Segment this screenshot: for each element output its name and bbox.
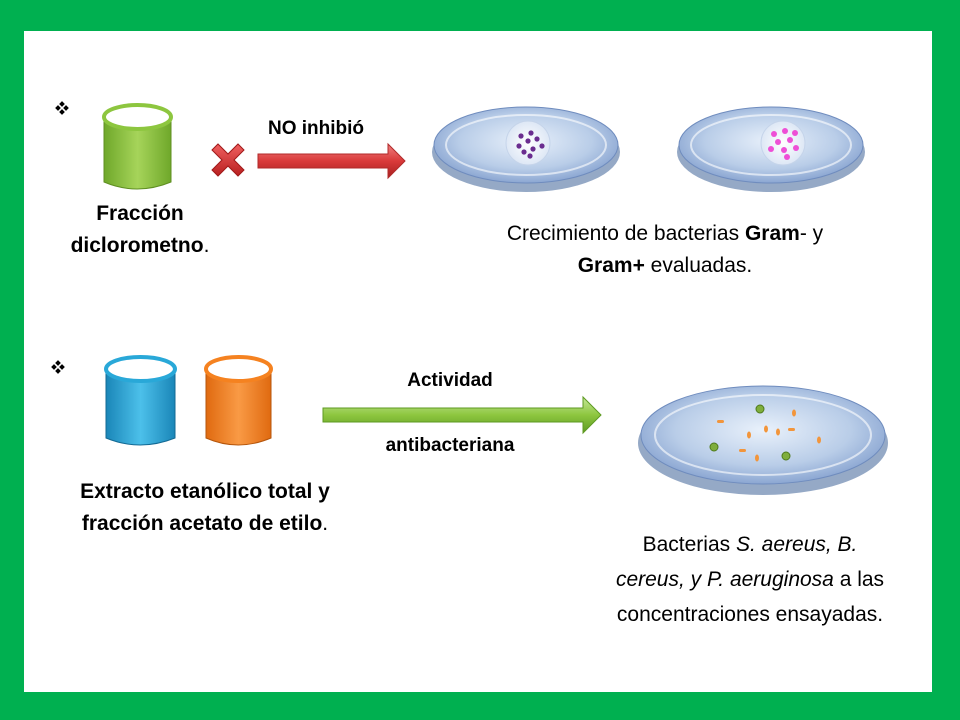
petri-dish-gram-positive-icon: [677, 106, 865, 192]
growth-text-part2: - y: [799, 222, 824, 245]
diamond-bullet-icon: [55, 101, 69, 115]
bacteria-italic2: cereus, y P. aeruginosa: [615, 568, 834, 591]
bacteria-prefix: Bacterias: [642, 533, 736, 556]
orange-beaker-icon: [204, 355, 273, 446]
extract-line1: Extracto etanólico total y: [80, 480, 330, 503]
antibacterial-label: antibacteriana: [385, 435, 515, 456]
petri-dish-gram-negative-icon: [432, 106, 620, 192]
bacteria-description: Bacterias S. aereus, B. cereus, y P. aer…: [575, 527, 925, 632]
growth-text-bold2: Gram+: [577, 254, 645, 277]
extract-description: Extracto etanólico total y fracción acet…: [30, 476, 380, 540]
fraction-label-end: .: [203, 234, 210, 257]
green-beaker-icon: [102, 103, 173, 190]
growth-description: Crecimiento de bacterias Gram- y Gram+ e…: [440, 218, 890, 282]
diamond-bullet-icon: [51, 360, 65, 374]
red-arrow-icon: [257, 142, 406, 180]
blue-beaker-icon: [104, 355, 177, 446]
dichloromethane-fraction-label: Fracción diclorometno.: [20, 198, 260, 262]
petri-dish-tested-bacteria-icon: [638, 385, 888, 495]
bacteria-line3: concentraciones ensayadas.: [616, 603, 884, 626]
cross-icon: [211, 143, 245, 177]
bacteria-suffix: a las: [833, 568, 885, 591]
growth-text-part1: Crecimiento de bacterias: [506, 222, 745, 245]
no-inhibition-label: NO inhibió: [267, 118, 365, 139]
fraction-label-line1: Fracción: [96, 202, 184, 225]
growth-text-part3: evaluadas.: [644, 254, 753, 277]
bacteria-italic1: S. aereus, B.: [735, 533, 858, 556]
extract-end: .: [322, 512, 329, 535]
activity-label: Actividad: [407, 370, 493, 391]
green-arrow-icon: [322, 395, 602, 435]
fraction-label-line2: diclorometno: [70, 234, 204, 257]
extract-line2: fracción acetato de etilo: [81, 512, 323, 535]
growth-text-bold1: Gram: [744, 222, 800, 245]
